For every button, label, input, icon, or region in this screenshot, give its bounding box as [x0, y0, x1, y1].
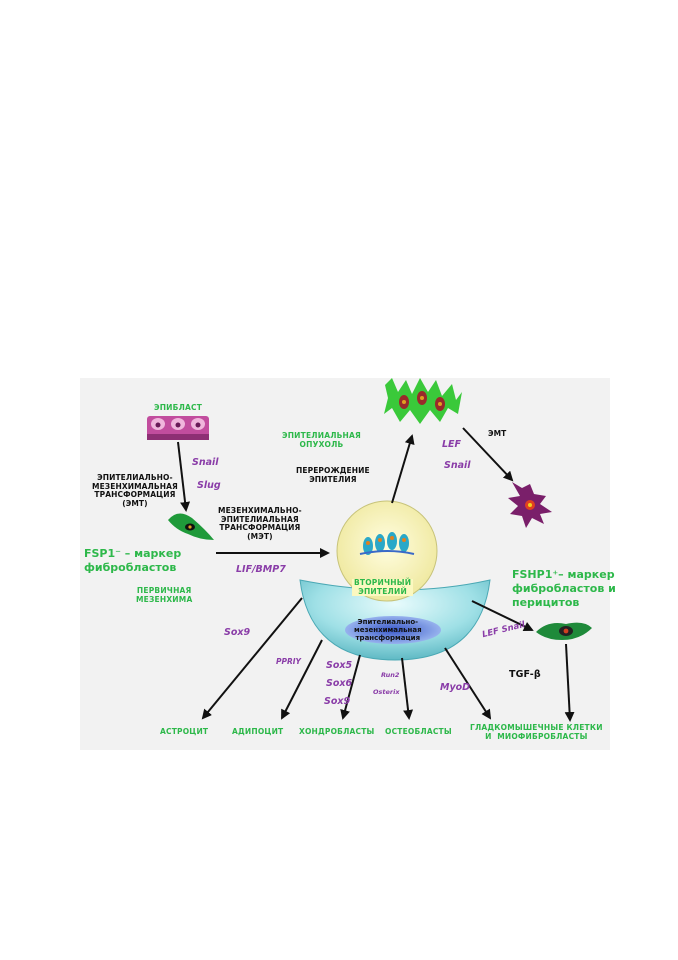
- epiblast-label: ЭПИБЛАСТ: [154, 403, 203, 412]
- adipocyte-label: АДИПОЦИТ: [232, 727, 284, 736]
- primary-mesenchyme-label: ПЕРВИЧНАЯ МЕЗЕНХИМА: [136, 586, 193, 604]
- emt-bowl-inner: [345, 616, 441, 644]
- fsp1-marker-label: FSP1⁻ – маркер фибробластов: [84, 547, 182, 574]
- smooth-muscle-label: ГЛАДКОМЫШЕЧНЫЕ КЛЕТКИ И МИОФИБРОБЛАСТЫ: [470, 723, 603, 741]
- sox5-label: Sox5: [326, 660, 353, 671]
- mesenchyme-cell: [168, 513, 214, 540]
- tgf-label: TGF-β: [509, 669, 541, 680]
- ppary-label: PPRIY: [276, 657, 301, 666]
- osterix-label: Osterix: [373, 688, 400, 696]
- epiblast-cells: [147, 416, 209, 440]
- arrows: [177, 427, 575, 722]
- sox6-label: Sox6: [326, 678, 353, 689]
- invasive-cell: [508, 482, 552, 528]
- snail-top-label: Snail: [444, 460, 471, 471]
- degeneration-label: ПЕРЕРОЖДЕНИЕ ЭПИТЕЛИЯ: [296, 466, 370, 484]
- slug-label: Slug: [197, 480, 221, 491]
- epithelial-tumor-label: ЭПИТЕЛИАЛЬНАЯ ОПУХОЛЬ: [282, 431, 362, 449]
- tumor-cluster: [384, 378, 462, 424]
- sox9-left-label: Sox9: [224, 627, 251, 638]
- osteoblasts-label: ОСТЕОБЛАСТЫ: [385, 727, 452, 736]
- snail-left-label: Snail: [192, 457, 219, 468]
- emt-right-label: ЭМТ: [488, 429, 507, 438]
- secondary-epithelium-label: ВТОРИЧНЫЙ ЭПИТЕЛИЙ: [352, 578, 414, 597]
- fshp1-marker-label: FSHP1⁺– маркер фибробластов и перицитов: [512, 568, 616, 609]
- emt-center-label: Эпителиально- мезенхимальная трансформац…: [354, 618, 422, 643]
- met-label: МЕЗЕНХИМАЛЬНО- ЭПИТЕЛИАЛЬНАЯ ТРАНСФОРМАЦ…: [218, 506, 302, 541]
- lif-bmp-label: LIF/BMP7: [236, 564, 286, 575]
- fibroblast-cell: [536, 622, 592, 640]
- myod-label: MyoD: [440, 682, 471, 693]
- lef-top-label: LEF: [442, 439, 462, 450]
- astrocyte-label: АСТРОЦИТ: [160, 727, 209, 736]
- runx2-label: Run2: [381, 671, 400, 679]
- chondroblasts-label: ХОНДРОБЛАСТЫ: [299, 727, 375, 736]
- emt-left-label: ЭПИТЕЛИАЛЬНО- МЕЗЕНХИМАЛЬНАЯ ТРАНСФОРМАЦ…: [92, 473, 178, 508]
- sox9-mid-label: Sox9: [324, 696, 351, 707]
- secondary-epithelium-cells: [359, 532, 415, 555]
